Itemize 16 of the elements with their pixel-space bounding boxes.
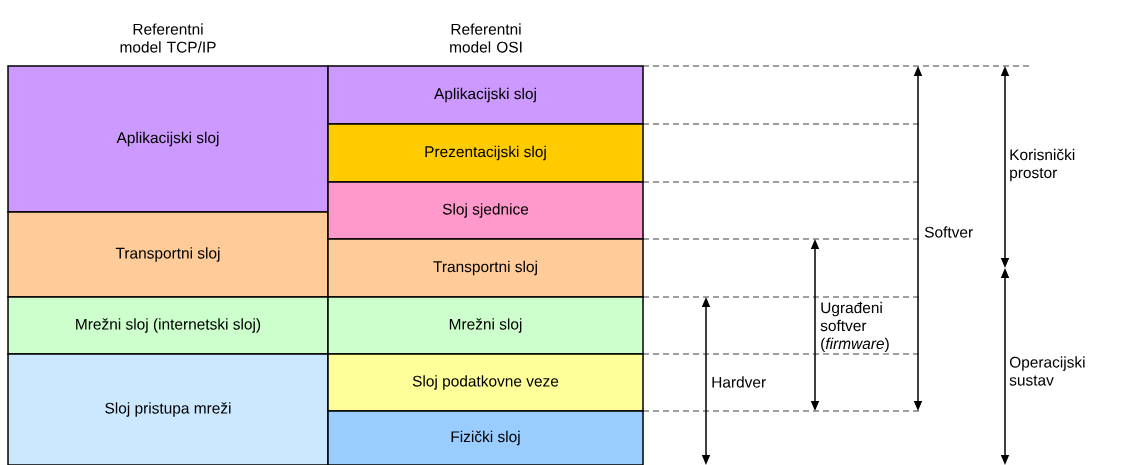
dimension-label: Hardver	[712, 376, 766, 388]
layer-box: Transportni sloj	[7, 211, 329, 298]
layer-box: Sloj sjednice	[327, 181, 644, 240]
layer-box: Sloj podatkovne veze	[327, 353, 644, 412]
layer-box: Prezentacijski sloj	[327, 123, 644, 183]
layer-box: Aplikacijski sloj	[327, 65, 644, 125]
layer-box: Sloj pristupa mreži	[7, 353, 329, 465]
dimension-label: Softver	[924, 226, 973, 238]
dimension-label: Korisnički prostor	[1010, 148, 1075, 182]
dimension-label: Ugrađeni softver (firmware)	[820, 301, 889, 353]
layer-box: Transportni sloj	[327, 238, 644, 298]
layer-box: Mrežni sloj (internetski sloj)	[7, 296, 329, 355]
layer-box: Mrežni sloj	[327, 296, 644, 355]
layer-box: Aplikacijski sloj	[7, 65, 329, 213]
dimension-label: Operacijski sustav	[1009, 356, 1085, 386]
layer-box: Fizički sloj	[327, 410, 644, 465]
